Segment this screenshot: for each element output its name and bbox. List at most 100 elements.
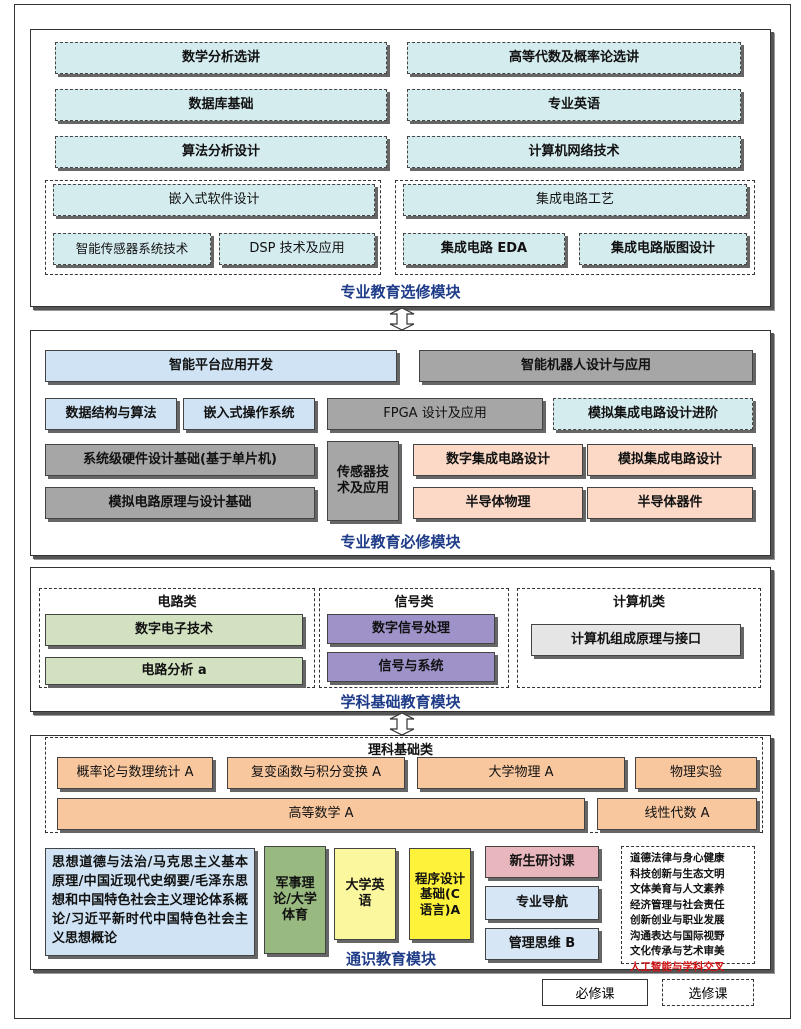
course-ic-process: 集成电路工艺 [403,184,747,216]
course-label: 模拟集成电路设计 [617,451,722,467]
course-label: 模拟电路原理与设计基础 [108,494,252,510]
elective-item-highlight: 人工智能与学科交叉 [630,960,725,973]
course-smart-platform: 智能平台应用开发 [45,350,397,382]
course-computer-organization: 计算机组成原理与接口 [531,624,741,656]
course-complex-functions: 复变函数与积分变换 A [227,757,405,789]
course-label: 程序设计基础(C 语言)A [414,870,465,917]
course-label: FPGA 设计及应用 [383,405,487,421]
course-algorithm: 算法分析设计 [55,136,387,168]
course-label: 军事理论/大学体育 [273,875,317,924]
course-calculus: 高等数学 A [57,798,585,830]
course-math-analysis: 数学分析选讲 [55,42,387,74]
course-embedded-os: 嵌入式操作系统 [183,398,315,430]
course-label: 嵌入式软件设计 [168,191,260,207]
course-label: 高等代数及概率论选讲 [508,49,639,65]
course-label: 概率论与数理统计 A [76,764,194,780]
course-embedded-software: 嵌入式软件设计 [53,184,375,216]
course-label: 数字电子技术 [134,621,213,637]
double-arrow-icon [389,713,415,735]
course-label: 计算机组成原理与接口 [570,631,701,647]
course-label: 数字信号处理 [371,620,450,636]
course-label: 智能传感器系统技术 [75,241,189,257]
course-label: 复变函数与积分变换 A [250,764,382,780]
course-ic-layout: 集成电路版图设计 [579,233,747,265]
course-college-english: 大学英语 [334,848,396,940]
course-network: 计算机网络技术 [407,136,741,168]
legend-required: 必修课 [542,979,648,1006]
course-label: 电路分析 a [141,662,207,678]
course-label: 高等数学 A [288,805,354,821]
course-label: 嵌入式操作系统 [203,405,295,421]
course-fpga: FPGA 设计及应用 [327,398,543,430]
course-digital-ic: 数字集成电路设计 [413,444,583,476]
course-label: 数据库基础 [188,96,254,112]
elective-item: 创新创业与职业发展 [630,914,725,926]
course-label: 数据结构与算法 [65,405,157,421]
group-signal-title: 信号类 [394,595,434,610]
group-computer [517,588,761,688]
course-label: 物理实验 [669,764,722,780]
group-science [45,737,763,833]
group-science-title: 理科基础类 [367,743,433,758]
course-label: 系统级硬件设计基础(基于单片机) [83,451,277,467]
course-label: 数学分析选讲 [181,49,260,65]
legend-elective: 选修课 [662,979,754,1006]
course-politics: 思想道德与法治/马克思主义基本原理/中国近现代史纲要/毛泽东思想和中国特色社会主… [45,848,255,956]
course-english: 专业英语 [407,89,741,121]
course-analog-ic-advanced: 模拟集成电路设计进阶 [553,398,753,430]
course-algebra-probability: 高等代数及概率论选讲 [407,42,741,74]
elective-item: 道德法律与身心健康 [630,852,725,864]
elective-module-panel: 数学分析选讲 高等代数及概率论选讲 数据库基础 专业英语 算法分析设计 计算机网… [30,29,771,307]
course-label: 信号与系统 [378,658,444,674]
course-dsp-processing: 数字信号处理 [327,614,495,644]
course-label: 线性代数 A [644,805,710,821]
elective-general-list: 道德法律与身心健康 科技创新与生态文明 文体美育与人文素养 经济管理与社会责任 … [621,846,755,973]
course-label: 新生研讨课 [509,853,575,869]
course-label: 专业英语 [547,96,600,112]
group-computer-title: 计算机类 [612,595,665,610]
course-label: 数字集成电路设计 [445,451,550,467]
course-sensor-tech: 传感器技术及应用 [327,441,399,521]
foundation-module-title: 学科基础教育模块 [340,693,461,711]
course-circuit-analysis: 电路分析 a [45,657,303,685]
course-dsp: DSP 技术及应用 [219,233,375,265]
course-smart-sensor: 智能传感器系统技术 [53,233,211,265]
course-smart-robot: 智能机器人设计与应用 [419,350,753,382]
course-label: 大学物理 A [488,764,554,780]
legend-elective-label: 选修课 [688,987,728,1002]
course-semiconductor-devices: 半导体器件 [587,487,753,519]
course-system-hardware: 系统级硬件设计基础(基于单片机) [45,444,315,476]
group-circuit-title: 电路类 [157,595,197,610]
elective-item: 科技创新与生态文明 [630,867,725,880]
group-circuit [39,588,315,688]
elective-group-embedded [45,180,381,275]
course-label: 集成电路版图设计 [610,240,715,256]
course-label: 传感器技术及应用 [336,464,389,496]
course-analog-circuit: 模拟电路原理与设计基础 [45,487,315,519]
course-physics-lab: 物理实验 [635,757,757,789]
course-label: 智能平台应用开发 [168,357,273,373]
general-module-panel: 理科基础类 概率论与数理统计 A 复变函数与积分变换 A 大学物理 A 物理实验… [30,735,771,973]
required-module-panel: 智能平台应用开发 智能机器人设计与应用 数据结构与算法 嵌入式操作系统 FPGA… [30,330,771,556]
course-label: 计算机网络技术 [528,143,620,159]
course-probability: 概率论与数理统计 A [57,757,213,789]
course-major-guide: 专业导航 [485,886,599,920]
course-semiconductor-physics: 半导体物理 [413,487,583,519]
course-analog-ic: 模拟集成电路设计 [587,444,753,476]
course-label: DSP 技术及应用 [249,240,345,256]
course-linear-algebra: 线性代数 A [597,798,757,830]
course-digital-electronics: 数字电子技术 [45,614,303,646]
elective-group-ic [395,180,755,275]
elective-item: 文化传承与艺术审美 [630,945,725,957]
course-label: 半导体器件 [637,494,703,510]
course-label: 专业导航 [515,894,568,910]
course-label: 智能机器人设计与应用 [520,357,651,373]
course-ic-eda: 集成电路 EDA [403,233,565,265]
course-signals-systems: 信号与系统 [327,652,495,682]
course-data-structure: 数据结构与算法 [45,398,177,430]
course-management-thinking: 管理思维 B [485,928,599,960]
general-module-title: 通识教育模块 [345,950,436,968]
course-label: 思想道德与法治/马克思主义基本原理/中国近现代史纲要/毛泽东思想和中国特色社会主… [52,855,248,946]
required-module-title: 专业教育必修模块 [340,533,461,551]
outer-frame [14,4,791,1019]
